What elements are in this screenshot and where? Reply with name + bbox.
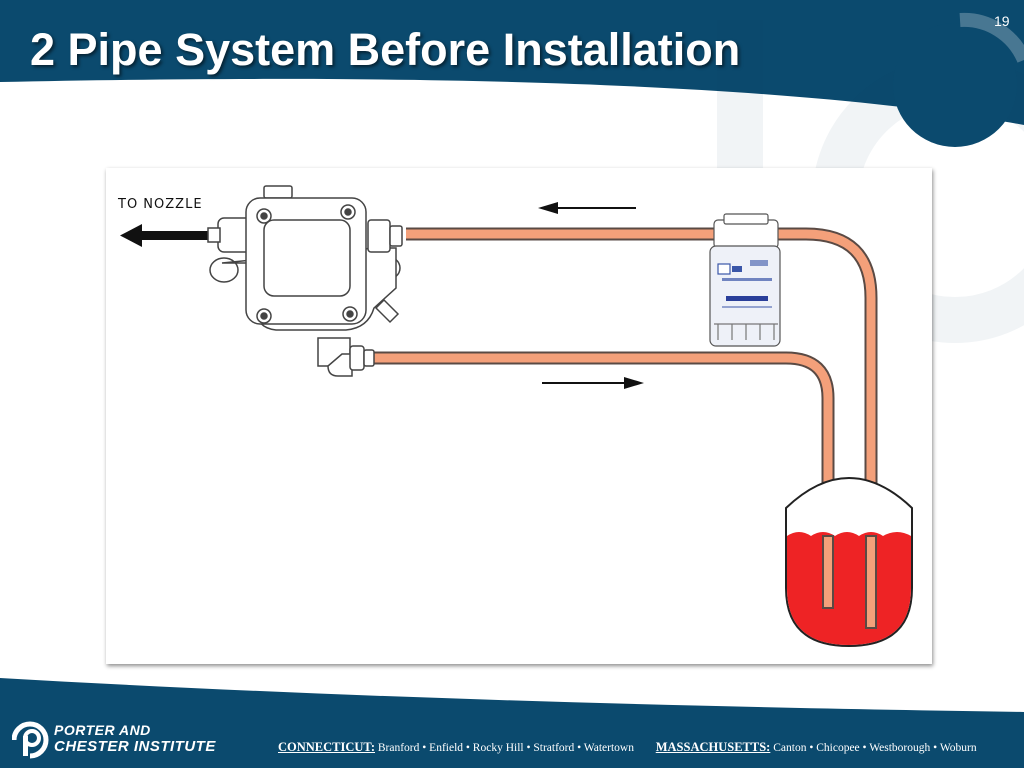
pc-logo-icon bbox=[11, 721, 49, 760]
two-pipe-diagram: TO NOZZLE bbox=[117, 185, 913, 648]
header-band bbox=[0, 0, 1024, 125]
footer-locations: CONNECTICUT: Branford • Enfield • Rocky … bbox=[278, 740, 1018, 755]
porter-chester-logo: PORTER AND CHESTER INSTITUTE bbox=[11, 718, 262, 764]
slide-number: 19 bbox=[994, 13, 1010, 29]
to-nozzle-label: TO NOZZLE bbox=[117, 197, 203, 212]
oil-level bbox=[787, 532, 911, 645]
oil-filter-icon bbox=[709, 213, 781, 347]
to-nozzle-arrow-icon bbox=[120, 224, 212, 247]
header-circle-decoration bbox=[893, 23, 1017, 147]
connecticut-label: CONNECTICUT: bbox=[278, 740, 375, 754]
return-flow-arrow-icon bbox=[542, 377, 644, 389]
oil-tank-icon bbox=[785, 477, 913, 648]
massachusetts-towns: Canton • Chicopee • Westborough • Woburn bbox=[773, 742, 977, 754]
connecticut-towns: Branford • Enfield • Rocky Hill • Stratf… bbox=[377, 742, 634, 754]
brand-name-line-1: PORTER AND bbox=[54, 722, 151, 738]
footer-band bbox=[0, 678, 1024, 768]
diagram-frame: TO NOZZLE bbox=[106, 168, 932, 664]
slide-title: 2 Pipe System Before Installation bbox=[30, 24, 741, 75]
brand-name-line-2: CHESTER INSTITUTE bbox=[54, 738, 216, 755]
supply-flow-arrow-icon bbox=[538, 202, 636, 214]
massachusetts-label: MASSACHUSETTS: bbox=[655, 740, 771, 754]
return-line bbox=[371, 351, 835, 606]
oil-pump-icon bbox=[207, 185, 403, 377]
